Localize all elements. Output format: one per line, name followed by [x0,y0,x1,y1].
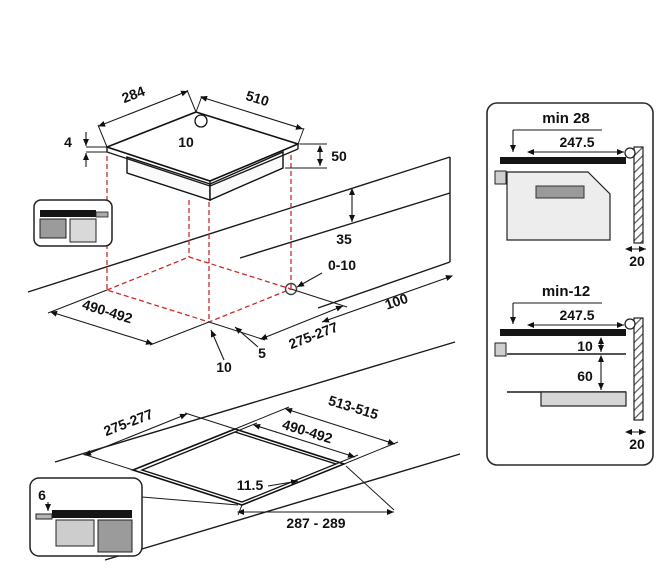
dim-50-label: 50 [331,148,347,164]
dim-4-label: 4 [64,134,72,150]
detail-edge-strip [95,211,109,218]
gap-reference-circle [284,282,298,296]
detail-flush-right-block [97,519,133,553]
detail-flush-left-block [55,519,95,547]
dim-11-5-label: 11.5 [237,477,264,493]
detail-edge-hob-bar [40,210,96,217]
min-12-label: min-12 [542,283,590,300]
dim-0-10-label: 0-10 [328,257,356,273]
counter-mid-dimensions: 35 0-10 100 490-492 275-277 10 5 [47,188,453,375]
dim-10-edge-label: 10 [178,134,194,150]
dim-100-label: 100 [383,290,410,313]
wall-spacer-top [624,147,636,159]
detail-edge-right-block [69,218,97,243]
dim-247-bottom-label: 247.5 [559,307,594,323]
cabinet-left-tab [494,170,507,185]
dim-510-label: 510 [244,87,271,109]
wall-section-top [633,146,644,244]
dim-10-inset-label: 10 [216,359,232,375]
shelf-board [540,391,627,407]
side-view-bottom: min-12 247.5 10 60 20 [494,283,646,452]
dim-287-label: 287 - 289 [286,515,345,531]
hob-section-bar-bottom [500,329,626,336]
dim-490-label: 490-492 [81,296,135,326]
shelf-left-tab [494,342,507,357]
projection-lines [105,155,298,323]
detail-flush-step [35,513,53,520]
wall-section-bottom [633,317,644,421]
dim-5-inset-label: 5 [258,345,266,361]
hob-body-right-face [209,150,284,202]
side-view-top: min 28 247.5 20 [494,110,646,269]
hob-knob-hole [194,114,208,128]
min-28-label: min 28 [542,110,590,127]
wall-spacer-bottom [624,318,636,330]
dim-10-gap-label: 10 [577,338,593,354]
dim-6-label: 6 [38,487,46,503]
detail-box-flush: 6 [29,477,143,557]
dim-20-top-label: 20 [629,253,645,269]
dim-513-label: 513-515 [327,392,381,422]
dim-20-bottom-label: 20 [629,436,645,452]
hob-dimensions: 284 510 4 50 10 [64,83,347,169]
dim-247-top-label: 247.5 [559,134,594,150]
dim-284-label: 284 [119,83,147,106]
detail-flush-hob-bar [52,510,132,518]
hob-isometric [104,111,301,202]
side-panel: min 28 247.5 20 min-12 247.5 10 [486,102,654,466]
dim-60-gap-label: 60 [577,368,593,384]
detail-edge-left-block [39,218,67,239]
dim-275-mid-label: 275-277 [286,319,340,352]
hob-section-bar-top [500,157,626,164]
cabinet-section [506,171,611,241]
dim-35-label: 35 [336,231,352,247]
detail-box-edge [33,199,113,247]
cabinet-vent-slot [535,185,585,199]
cutout-dashed-outline [105,256,293,323]
